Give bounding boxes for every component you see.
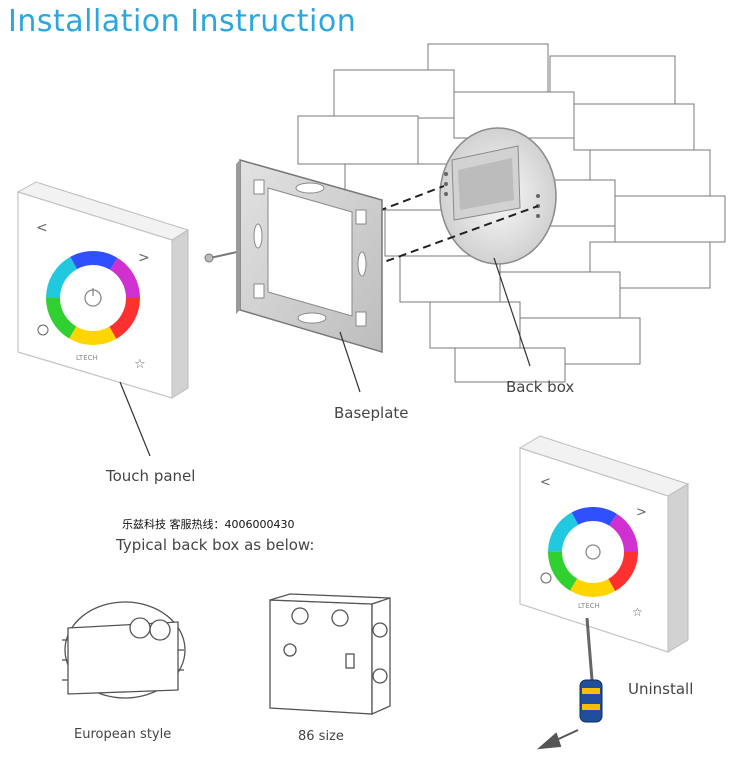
next-arrow-icon: > — [138, 250, 150, 266]
screwdriver-icon — [579, 617, 603, 723]
uninstall-panel-illustration: < > ☆ LTECH — [518, 435, 690, 653]
touch-panel-label: Touch panel — [106, 467, 196, 485]
uninstall-label: Uninstall — [628, 680, 694, 698]
svg-text:☆: ☆ — [632, 605, 643, 619]
mode-icon — [37, 324, 49, 336]
baseplate-label: Baseplate — [334, 404, 409, 422]
brick-wall — [297, 43, 726, 383]
panel-brand: LTECH — [76, 354, 98, 362]
save-star-icon: ☆ — [134, 357, 146, 372]
leader-lines — [119, 257, 531, 457]
svg-text:LTECH: LTECH — [578, 602, 600, 610]
hotline-text: 乐兹科技 客服热线：4006000430 — [122, 518, 295, 531]
european-style-label: European style — [74, 727, 172, 742]
pull-direction-arrow-icon — [536, 729, 579, 750]
svg-text:<: < — [540, 475, 551, 490]
back-box-label: Back box — [506, 378, 575, 396]
back-arrow-icon: < — [36, 220, 48, 236]
typical-box-heading: Typical back box as below: — [116, 536, 315, 554]
size86-label: 86 size — [298, 729, 344, 744]
european-box-illustration — [62, 601, 186, 699]
svg-text:>: > — [636, 505, 647, 520]
back-box-illustration — [439, 127, 557, 265]
size86-box-illustration — [269, 593, 391, 716]
color-ring-icon — [46, 251, 140, 345]
color-ring-icon-2 — [548, 507, 638, 597]
touch-panel-illustration: < > ☆ LTECH — [16, 181, 190, 399]
baseplate-illustration — [236, 159, 383, 354]
page-title: Installation Instruction — [8, 4, 357, 39]
